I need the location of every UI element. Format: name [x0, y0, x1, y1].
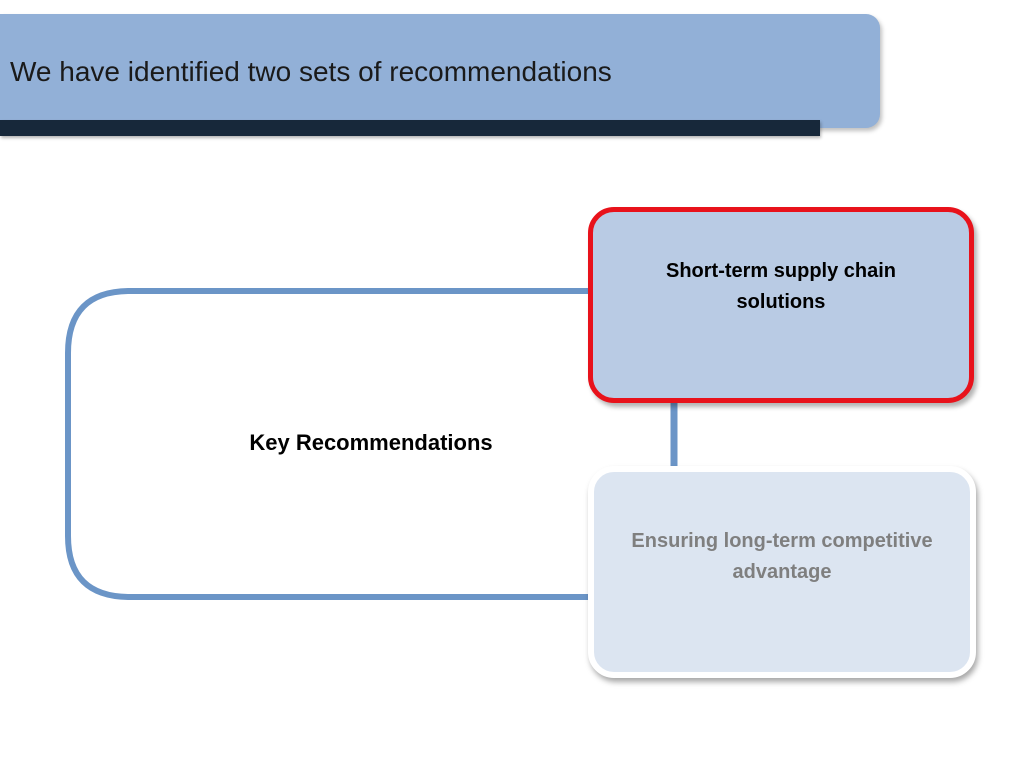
branch-box-long-term: Ensuring long-term competitive advantage: [588, 466, 976, 678]
branch-label-long-term: Ensuring long-term competitive advantage: [631, 530, 933, 583]
root-bracket-connector: [65, 288, 590, 600]
branch-label-short-term: Short-term supply chain solutions: [665, 260, 897, 313]
title-underline-bar: [0, 120, 820, 136]
root-node-label: Key Recommendations: [249, 430, 493, 455]
slide-title: We have identified two sets of recommend…: [10, 56, 612, 87]
title-banner: We have identified two sets of recommend…: [0, 14, 880, 128]
branch-box-short-term: Short-term supply chain solutions: [588, 207, 974, 403]
